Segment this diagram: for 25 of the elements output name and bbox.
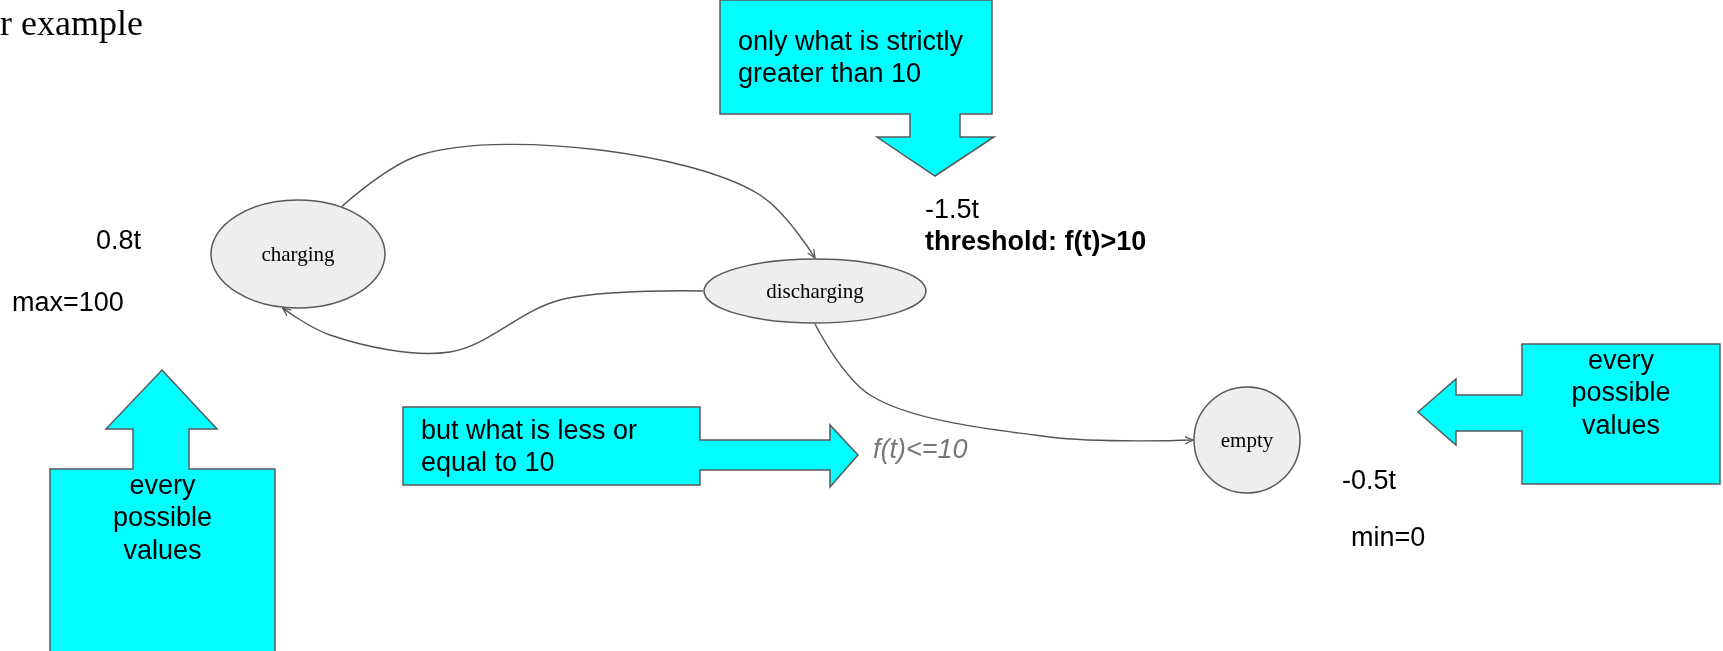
state-label: empty bbox=[1220, 427, 1274, 453]
callout-text: every possible values bbox=[111, 469, 214, 567]
state-ellipse bbox=[210, 199, 386, 309]
rate-label: -1.5t bbox=[925, 194, 980, 225]
callout-arrow bbox=[50, 370, 276, 651]
callout-text: every possible values bbox=[1570, 344, 1672, 442]
transition-arrow bbox=[282, 290, 704, 355]
limit-label: min=0 bbox=[1351, 522, 1426, 553]
slide-title: r example bbox=[0, 2, 143, 44]
transition-arrow bbox=[814, 323, 1194, 445]
callout-text: but what is less or equal to 10 bbox=[421, 413, 639, 479]
callout-arrow bbox=[720, 0, 994, 176]
threshold-label: threshold: f(t)>10 bbox=[925, 226, 1147, 257]
state-circle bbox=[1193, 386, 1301, 494]
transition-arrow bbox=[341, 143, 816, 259]
state-label: discharging bbox=[766, 278, 864, 304]
rate-label: -0.5t bbox=[1342, 465, 1397, 496]
state-ellipse bbox=[703, 258, 927, 324]
limit-label: max=100 bbox=[12, 287, 124, 318]
callout-arrow bbox=[1418, 344, 1721, 485]
rate-label: 0.8t bbox=[96, 225, 142, 256]
callout-text: only what is strictly greater than 10 bbox=[738, 24, 965, 90]
condition-label: f(t)<=10 bbox=[873, 434, 968, 465]
callout-arrow bbox=[403, 407, 859, 489]
state-label: charging bbox=[261, 241, 335, 267]
